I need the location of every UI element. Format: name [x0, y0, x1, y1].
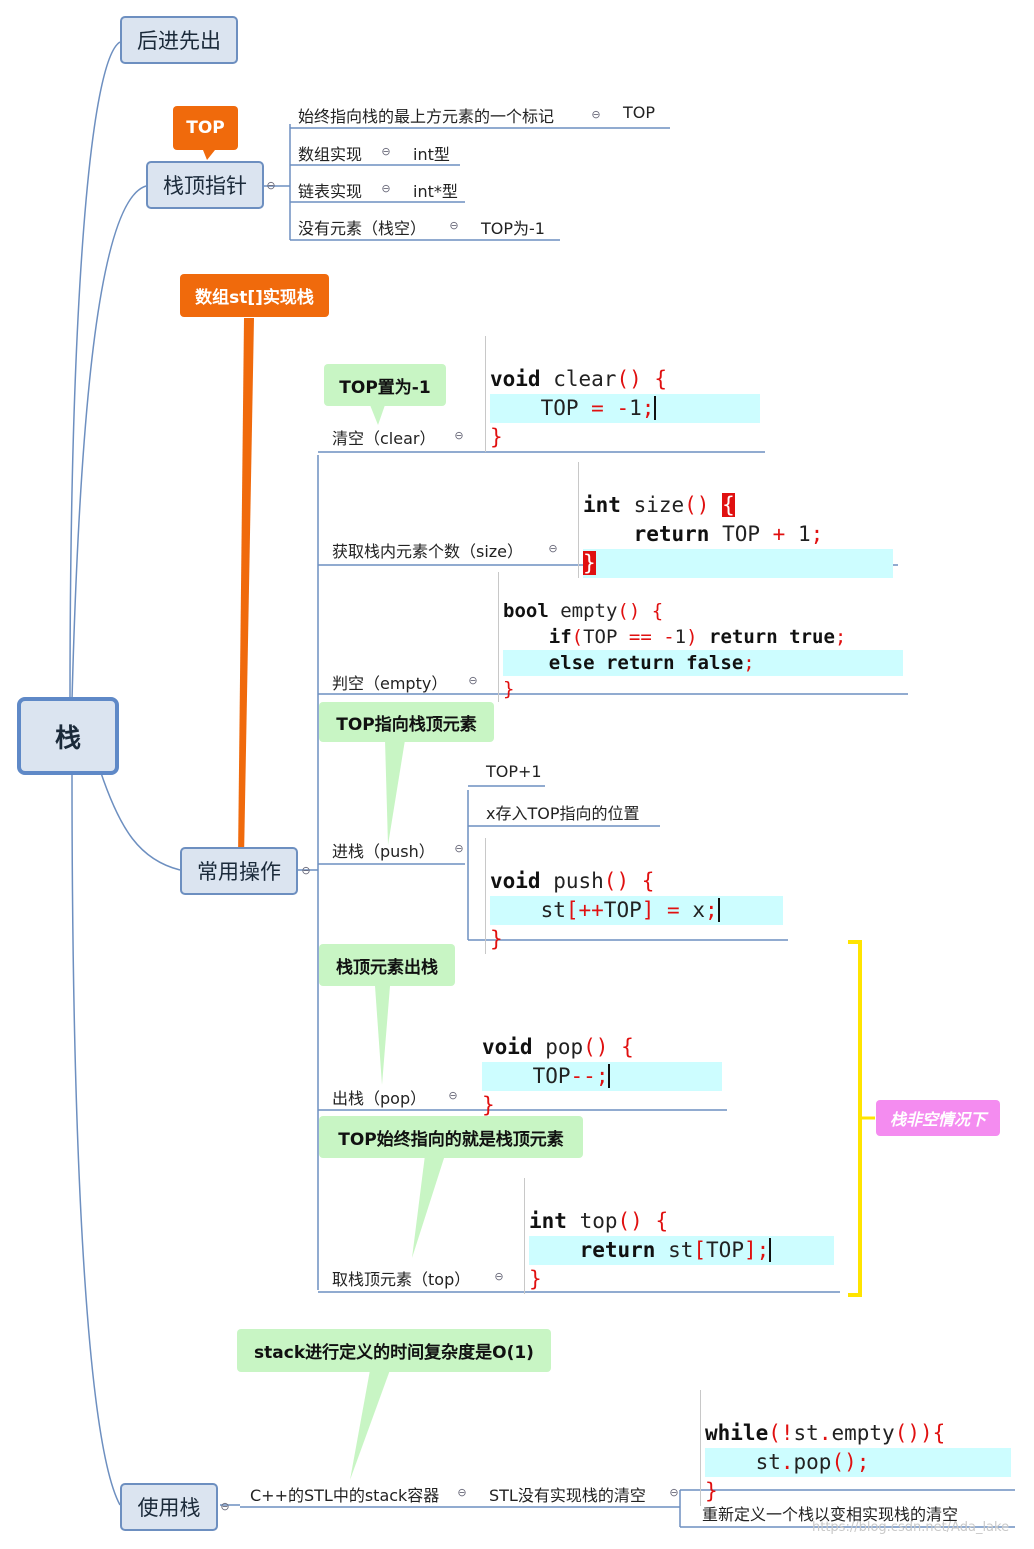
collapse-icon[interactable]: ⊖	[220, 1500, 230, 1513]
empty-op[interactable]: 判空（empty）	[332, 674, 448, 693]
redefine-stack-item[interactable]: 重新定义一个栈以变相实现栈的清空	[702, 1505, 959, 1524]
top-op[interactable]: 取栈顶元素（top）	[332, 1270, 471, 1289]
top-item-1-child[interactable]: TOP	[623, 103, 656, 122]
collapse-icon[interactable]: ⊖	[381, 182, 391, 195]
non-empty-note: 栈非空情况下	[876, 1100, 1000, 1136]
pop-note: 栈顶元素出栈	[319, 944, 455, 986]
lifo-label: 后进先出	[137, 29, 221, 53]
size-op[interactable]: 获取栈内元素个数（size）	[332, 542, 524, 561]
collapse-icon[interactable]: ⊖	[448, 1089, 458, 1102]
top-item-2-child[interactable]: int型	[413, 145, 450, 164]
stack-complexity-note: stack进行定义的时间复杂度是O(1)	[237, 1329, 551, 1372]
size-code: int size() { return TOP + 1;}	[578, 462, 893, 578]
clear-loop-code: while(!st.empty()){ st.pop();}	[700, 1390, 1011, 1506]
lifo-node[interactable]: 后进先出	[120, 16, 238, 64]
top-item-1[interactable]: 始终指向栈的最上方元素的一个标记	[298, 107, 555, 126]
clear-code: void clear() { TOP = -1;}	[485, 336, 760, 452]
collapse-icon[interactable]: ⊖	[449, 219, 459, 232]
top-callout: TOP	[173, 106, 238, 150]
top-item-3[interactable]: 链表实现	[298, 182, 363, 201]
ops-node[interactable]: 常用操作	[180, 847, 298, 895]
root-label: 栈	[54, 723, 81, 754]
push-code: void push() { st[++TOP] = x;}	[485, 838, 783, 954]
ops-label: 常用操作	[197, 860, 281, 884]
top-pointer-label: 栈顶指针	[163, 174, 247, 198]
collapse-icon[interactable]: ⊖	[669, 1486, 679, 1499]
top-item-2[interactable]: 数组实现	[298, 145, 363, 164]
empty-code: bool empty() { if(TOP == -1) return true…	[498, 572, 903, 702]
top-item-3-child[interactable]: int*型	[413, 182, 458, 201]
root-node[interactable]: 栈	[17, 697, 119, 775]
clear-note: TOP置为-1	[324, 364, 446, 406]
top-op-note: TOP始终指向的就是栈顶元素	[319, 1116, 583, 1158]
watermark: https://blog.csdn.net/Ada_lake	[812, 1520, 1010, 1535]
stl-stack-item[interactable]: C++的STL中的stack容器	[250, 1486, 440, 1505]
collapse-icon[interactable]: ⊖	[468, 674, 478, 687]
push-op[interactable]: 进栈（push）	[332, 842, 435, 861]
use-stack-label: 使用栈	[137, 1496, 201, 1520]
collapse-icon[interactable]: ⊖	[548, 542, 558, 555]
top-pointer-node[interactable]: 栈顶指针	[146, 161, 264, 209]
top-code: int top() { return st[TOP];}	[524, 1178, 834, 1294]
collapse-icon[interactable]: ⊖	[591, 108, 601, 121]
collapse-icon[interactable]: ⊖	[454, 842, 464, 855]
collapse-icon[interactable]: ⊖	[266, 179, 276, 192]
push-step-1[interactable]: TOP+1	[486, 762, 542, 781]
pop-op[interactable]: 出栈（pop）	[332, 1089, 427, 1108]
collapse-icon[interactable]: ⊖	[454, 429, 464, 442]
stl-no-clear-item[interactable]: STL没有实现栈的清空	[489, 1486, 646, 1505]
push-step-2[interactable]: x存入TOP指向的位置	[486, 804, 640, 823]
array-impl-callout: 数组st[]实现栈	[180, 274, 329, 317]
collapse-icon[interactable]: ⊖	[381, 145, 391, 158]
push-note: TOP指向栈顶元素	[319, 702, 494, 742]
pop-code: void pop() { TOP--;}	[478, 1004, 722, 1120]
top-item-4[interactable]: 没有元素（栈空）	[298, 219, 427, 238]
collapse-icon[interactable]: ⊖	[494, 1270, 504, 1283]
top-item-4-child[interactable]: TOP为-1	[481, 219, 545, 238]
collapse-icon[interactable]: ⊖	[457, 1486, 467, 1499]
clear-op[interactable]: 清空（clear）	[332, 429, 436, 448]
collapse-icon[interactable]: ⊖	[301, 864, 311, 877]
use-stack-node[interactable]: 使用栈	[120, 1483, 218, 1531]
